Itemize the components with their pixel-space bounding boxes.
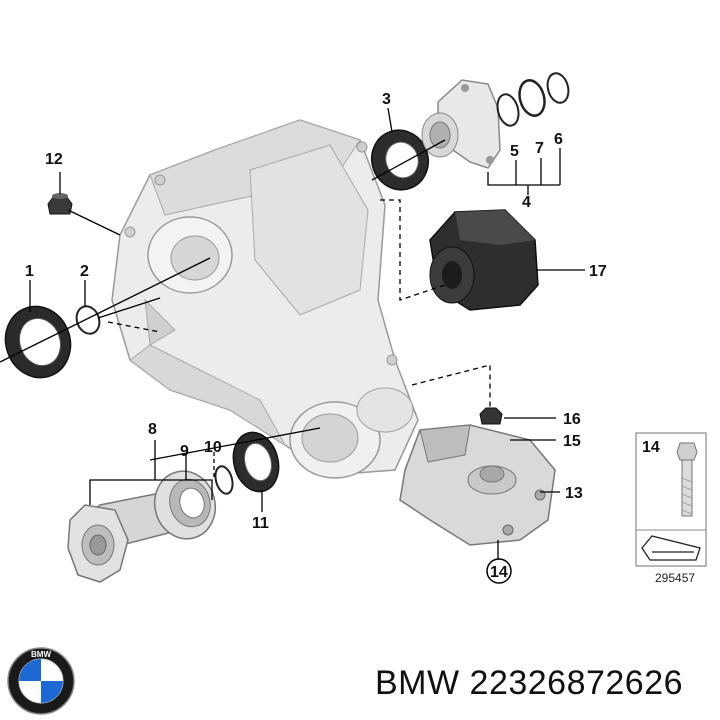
inset-part-14: 14 [635, 432, 707, 567]
transfer-case-housing [111, 119, 419, 479]
inset-label-14: 14 [642, 439, 660, 456]
callout-4: 4 [522, 194, 531, 211]
part-5-ring [496, 93, 520, 127]
part-12-screw-plug [47, 193, 73, 215]
callout-14-circled-text: 14 [490, 564, 508, 581]
callout-3: 3 [382, 91, 391, 108]
callout-15: 15 [563, 433, 581, 450]
part-10-circlip [214, 465, 234, 495]
callout-12: 12 [45, 151, 63, 168]
part-11-shaft-seal [232, 431, 280, 493]
part-16-nut [479, 407, 503, 425]
part-4-output-flange [421, 79, 501, 169]
part-number-title: BMW 22326872626 [375, 664, 684, 702]
bmw-logo-icon: BMW [7, 647, 75, 715]
callout-5: 5 [510, 143, 519, 160]
part-6-circlip [546, 72, 570, 104]
part-7-ring [518, 79, 546, 117]
callout-9: 9 [180, 443, 189, 460]
part-9-bearing [153, 470, 217, 540]
leader-lines [0, 107, 585, 560]
callout-13: 13 [565, 485, 583, 502]
callout-labels: 12 1 2 3 5 7 6 4 17 16 15 13 8 9 10 11 [25, 91, 607, 532]
part-2-o-ring [75, 305, 101, 335]
callout-17: 17 [589, 263, 607, 280]
callout-6: 6 [554, 131, 563, 148]
part-13-actuator-motor [399, 424, 556, 546]
callout-14-circled: 14 [486, 558, 512, 584]
callout-1: 1 [25, 263, 34, 280]
logo-lettering: BMW [31, 650, 51, 659]
callout-8: 8 [148, 421, 157, 438]
bolt-icon [676, 442, 698, 517]
part-17-actuator-cap [429, 209, 539, 311]
arrow-mark-icon [641, 535, 701, 561]
part-3-seal-ring [371, 129, 429, 191]
callout-11: 11 [252, 515, 269, 532]
callout-16: 16 [563, 411, 581, 428]
callout-10: 10 [204, 439, 222, 456]
diagram-image-id: 295457 [655, 571, 695, 585]
callout-2: 2 [80, 263, 89, 280]
callout-7: 7 [535, 140, 544, 157]
